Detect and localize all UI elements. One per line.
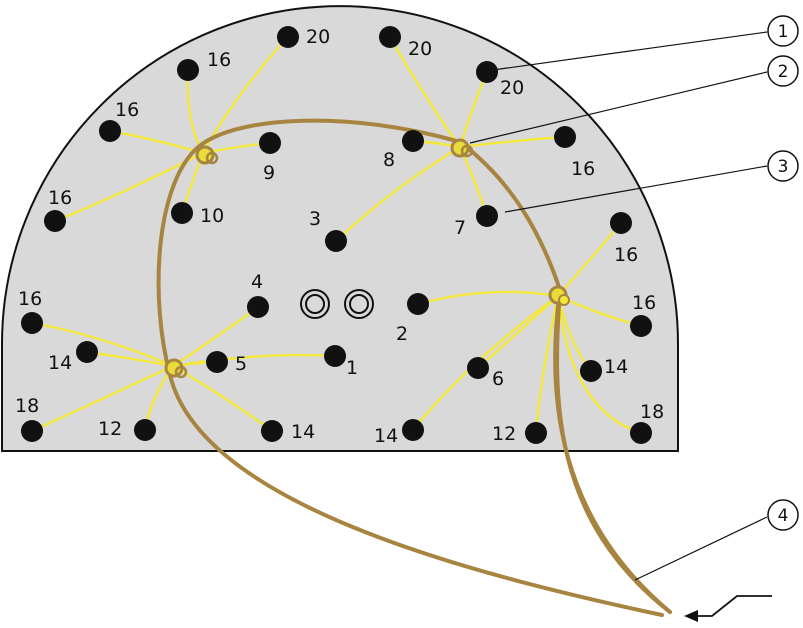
hole <box>476 205 498 227</box>
hole-label: 2 <box>396 323 408 345</box>
callout-1: 1 <box>767 15 799 47</box>
callout-3: 3 <box>767 150 799 182</box>
callout-2: 2 <box>767 55 799 87</box>
connector-node <box>195 145 219 165</box>
hole-label: 16 <box>632 292 656 314</box>
hole <box>206 351 228 373</box>
hole-label: 14 <box>48 352 72 374</box>
hole <box>467 357 489 379</box>
hole <box>610 212 632 234</box>
hole-label: 16 <box>614 244 638 266</box>
hole-label: 14 <box>291 421 315 443</box>
hole <box>261 420 283 442</box>
hole-label: 5 <box>235 353 247 375</box>
callout-number: 4 <box>778 506 789 526</box>
hole <box>259 132 281 154</box>
hole <box>476 61 498 83</box>
hole-label: 8 <box>383 149 395 171</box>
hole <box>630 315 652 337</box>
hole-label: 14 <box>604 356 628 378</box>
connector-node <box>164 358 188 379</box>
hole <box>44 210 66 232</box>
connector-node <box>548 285 570 306</box>
hole <box>247 296 269 318</box>
hole <box>277 26 299 48</box>
hole <box>379 26 401 48</box>
hole <box>134 419 156 441</box>
hole <box>325 230 347 252</box>
hole-label: 16 <box>571 158 595 180</box>
hole <box>580 360 602 382</box>
hole-label: 7 <box>454 217 466 239</box>
hole-label: 4 <box>251 271 263 293</box>
hole-labels: 20 16 16 16 9 10 20 20 8 16 7 3 4 16 14 … <box>15 26 664 447</box>
hole <box>21 420 43 442</box>
hole-label: 12 <box>492 423 516 445</box>
callout-number: 2 <box>778 62 789 82</box>
hole-label: 9 <box>263 162 275 184</box>
hole-label: 3 <box>309 208 321 230</box>
hole <box>554 126 576 148</box>
hole-label: 16 <box>18 288 42 310</box>
hole-label: 10 <box>200 205 224 227</box>
hole-label: 16 <box>207 49 231 71</box>
hole-label: 20 <box>306 26 330 48</box>
holes <box>21 26 652 444</box>
callout-leaders <box>469 31 768 581</box>
connectors <box>164 138 570 379</box>
hole-label: 20 <box>408 38 432 60</box>
hole <box>402 130 424 152</box>
hole-label: 16 <box>115 99 139 121</box>
hole <box>21 312 43 334</box>
hole-label: 6 <box>492 368 504 390</box>
bus-wire <box>156 118 672 617</box>
hole <box>177 59 199 81</box>
hole <box>407 293 429 315</box>
hole-label: 12 <box>98 418 122 440</box>
lightning-arrow-icon <box>684 595 772 622</box>
hole-label: 18 <box>15 395 39 417</box>
callout-4: 4 <box>767 499 799 531</box>
hole <box>525 422 547 444</box>
hole <box>76 341 98 363</box>
callout-number: 3 <box>778 157 789 177</box>
tunnel-face <box>0 5 679 452</box>
hole <box>402 419 424 441</box>
hole <box>324 345 346 367</box>
connector-node <box>450 138 474 158</box>
double-ring-icon <box>300 289 374 319</box>
hole-label: 1 <box>346 357 358 379</box>
hole-label: 16 <box>48 187 72 209</box>
hole <box>99 120 121 142</box>
hole-label: 18 <box>640 401 664 423</box>
hole-label: 20 <box>500 77 524 99</box>
hole <box>630 422 652 444</box>
hole-label: 14 <box>374 425 398 447</box>
hole <box>171 202 193 224</box>
callout-number: 1 <box>778 22 789 42</box>
